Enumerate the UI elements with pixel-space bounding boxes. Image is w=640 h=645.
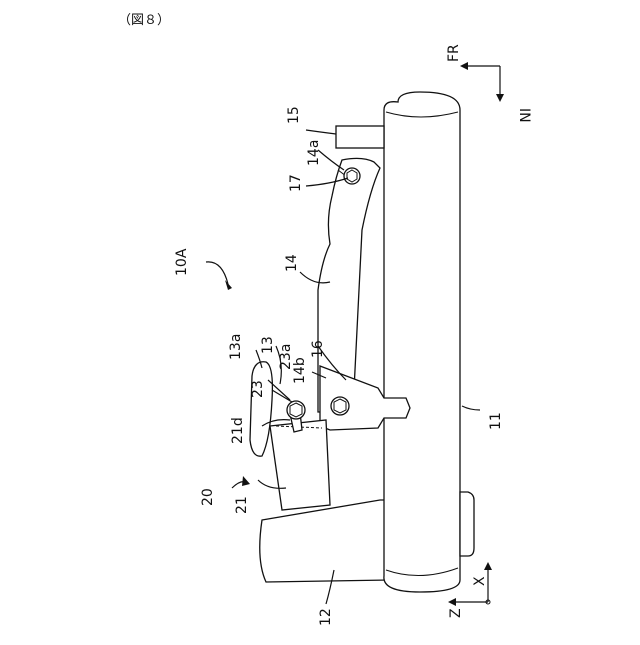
axis-fr-label: FR: [446, 44, 462, 62]
label-10A: 10A: [174, 248, 190, 276]
label-13a: 13a: [228, 334, 244, 360]
pipe-11: [384, 92, 460, 592]
label-14a: 14a: [306, 140, 322, 166]
plate-13: [250, 362, 272, 456]
label-11: 11: [488, 412, 504, 430]
label-17: 17: [288, 174, 304, 192]
axis-x-label: X: [472, 576, 488, 586]
label-13: 13: [260, 336, 276, 354]
pipe-tab: [460, 492, 474, 556]
bracket-15: [336, 126, 384, 148]
label-15: 15: [286, 106, 302, 124]
label-20: 20: [200, 488, 216, 506]
label-12: 12: [318, 608, 334, 626]
axis-z-label: Z: [448, 608, 464, 618]
label-21: 21: [234, 496, 250, 514]
label-14b: 14b: [292, 357, 308, 384]
label-23: 23: [250, 380, 266, 398]
bolt-16: [331, 397, 349, 415]
figure-caption: （図８）: [118, 13, 170, 28]
label-23a: 23a: [278, 344, 294, 370]
frame-member-12: [260, 500, 390, 582]
bolt-23: [287, 401, 305, 419]
bracket-21: [270, 420, 330, 510]
label-16: 16: [310, 340, 326, 358]
axis-in-label: IN: [516, 108, 532, 123]
label-21d: 21d: [230, 417, 246, 444]
label-14: 14: [284, 254, 300, 272]
bolt-17: [344, 168, 360, 184]
